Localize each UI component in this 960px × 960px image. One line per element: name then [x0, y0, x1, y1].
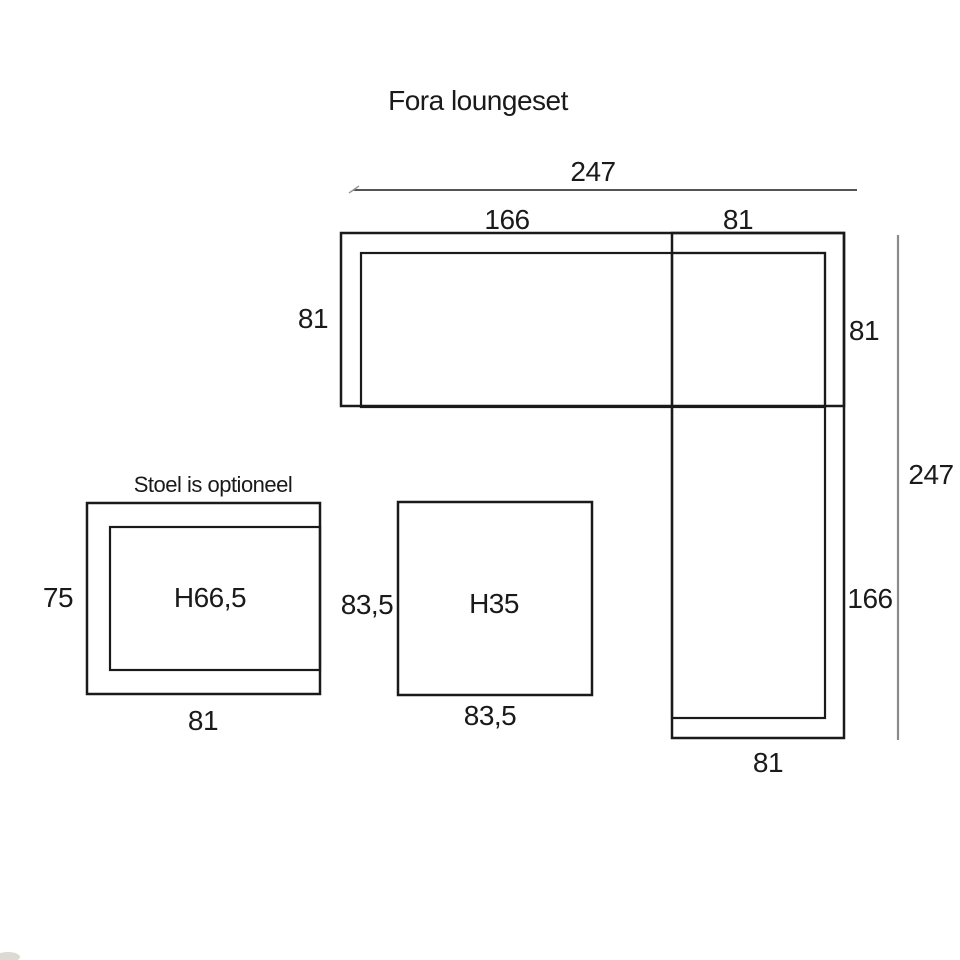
top-dimension-line-end-tick — [348, 185, 360, 194]
chair-optional-note: Stoel is optioneel — [134, 472, 293, 497]
corner-smudge-artifact — [0, 952, 20, 960]
sofa-left-depth-label: 81 — [298, 303, 328, 334]
sofa-total-width-label: 247 — [570, 156, 615, 187]
sofa-bottom-width-label: 81 — [753, 747, 783, 778]
chair-width-label: 81 — [188, 705, 218, 736]
table-width-label: 83,5 — [464, 700, 517, 731]
chair-height-label: H66,5 — [174, 582, 246, 613]
table-height-label: H35 — [469, 588, 519, 619]
sofa-corner-depth-label: 81 — [849, 315, 879, 346]
sofa-right-section-length-label: 166 — [847, 583, 892, 614]
chair-depth-label: 75 — [43, 582, 73, 613]
table-outline — [396, 500, 594, 697]
sofa-total-length-label: 247 — [908, 459, 953, 490]
sofa-corner-width-label: 81 — [723, 204, 753, 235]
chair-seat-inner-outline — [108, 525, 322, 672]
sofa-left-section-width-label: 166 — [484, 204, 529, 235]
table-depth-label: 83,5 — [341, 589, 394, 620]
sofa-vertical-seat-inner-outline — [670, 251, 827, 720]
diagram-title: Fora loungeset — [388, 85, 569, 116]
